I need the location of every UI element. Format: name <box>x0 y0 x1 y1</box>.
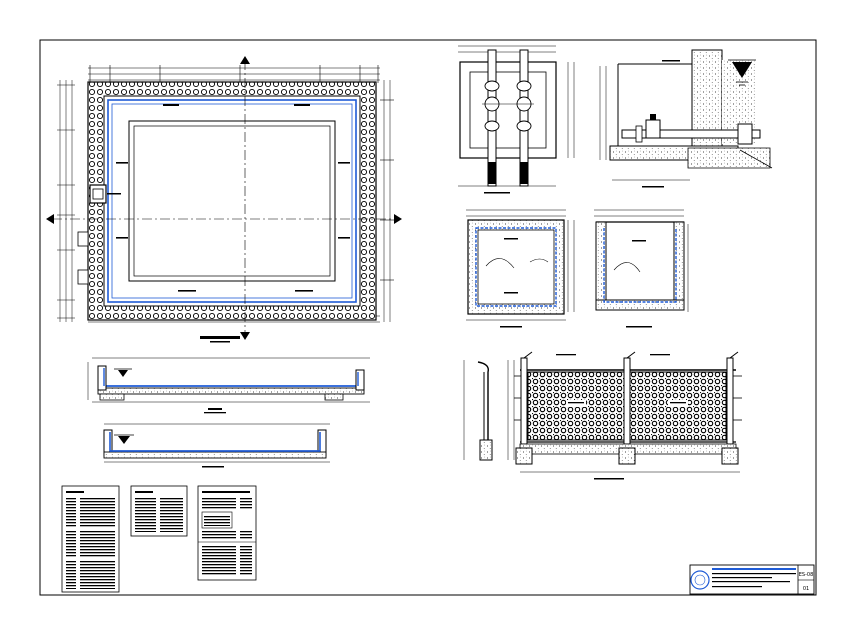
box-detail-section <box>594 209 689 328</box>
fence-elevation <box>463 351 742 480</box>
tank-plan-view <box>46 56 402 343</box>
tank-section-view-2 <box>103 423 330 468</box>
tank-section-view-1 <box>87 357 370 414</box>
notes-block-1 <box>61 485 120 593</box>
title-block: ES-08 01 <box>689 564 815 595</box>
notes-block-3 <box>197 485 257 581</box>
sheet-code: ES-08 <box>799 572 814 578</box>
valve-box-plan <box>458 45 575 194</box>
notes-block-2 <box>130 485 188 537</box>
box-detail-plan <box>466 209 575 328</box>
valve-box-section <box>599 49 773 188</box>
institution-seal <box>690 570 710 590</box>
sheet-number: 01 <box>803 586 809 592</box>
